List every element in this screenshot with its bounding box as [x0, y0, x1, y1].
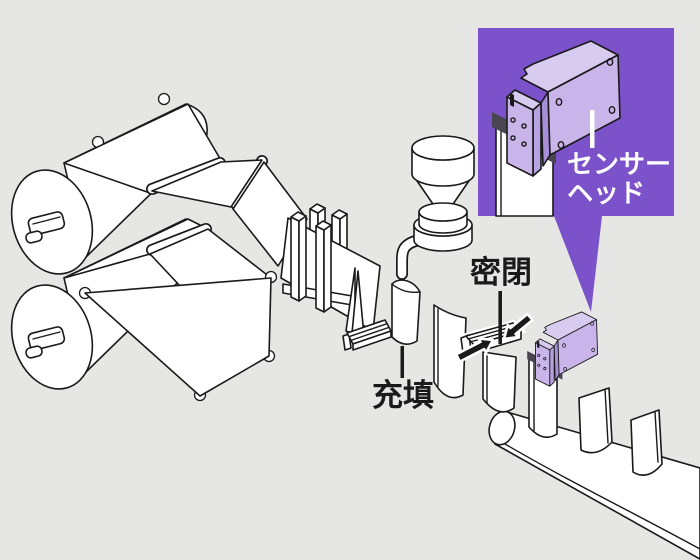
sensor-head-small — [526, 311, 599, 387]
sealing-station: 密閉 — [454, 255, 534, 413]
film-sheet — [84, 277, 272, 397]
pouch-filling — [391, 279, 421, 345]
seal-arrow-left — [454, 337, 495, 363]
sealing-label: 密閉 — [470, 255, 532, 291]
pouch-sealing — [482, 351, 517, 413]
roll-axle — [25, 230, 43, 244]
conveyor — [488, 410, 700, 560]
film-sheet — [151, 159, 263, 208]
pouch-filled — [433, 304, 467, 399]
seal-bar-front2 — [315, 220, 332, 313]
sensor-callout: センサー ヘッド — [478, 28, 674, 312]
sensor-head-label-line1: センサー — [567, 150, 671, 180]
forming-section — [280, 203, 392, 351]
sensor-head-label-line2: ヘッド — [567, 179, 645, 209]
bottom-sealer-jaw — [342, 319, 392, 351]
callout-leader-line — [590, 110, 595, 148]
filling-leader-line — [400, 346, 404, 378]
sealing-leader-line — [498, 291, 502, 344]
roller-end — [157, 92, 171, 106]
callout-tail — [554, 216, 602, 312]
seal-arrow-right — [502, 312, 534, 341]
filling-label: 充填 — [372, 378, 434, 414]
pouch — [630, 409, 663, 476]
roll-axle — [25, 345, 43, 359]
pouch — [578, 387, 613, 454]
film-web-path — [63, 92, 308, 402]
seal-bar-front — [290, 211, 307, 302]
filling-hopper — [396, 135, 475, 280]
